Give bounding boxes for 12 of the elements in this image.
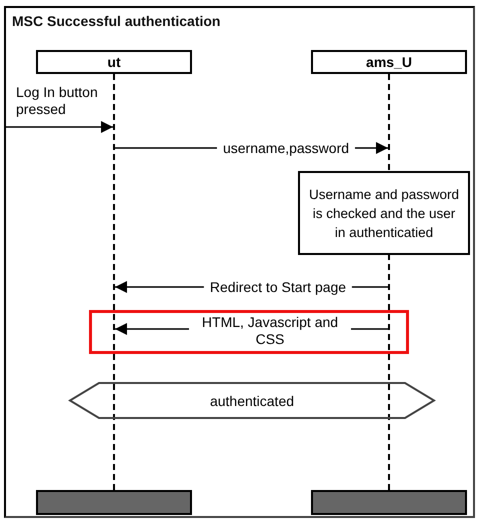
lifeline-header: ams_U	[311, 50, 467, 74]
edge-label: Redirect to Start page	[204, 279, 352, 296]
action-box: Username and password is checked and the user in authenticatied	[298, 171, 470, 255]
lifeline	[113, 74, 115, 490]
edge-label: Log In button pressed	[15, 84, 99, 118]
message-arrow	[5, 121, 113, 133]
state-band: authenticated	[69, 382, 435, 419]
lifeline-header: ut	[36, 50, 192, 74]
edge-label: username,password	[216, 140, 356, 157]
diagram-title: MSC Successful authentication	[12, 13, 220, 29]
lifeline-end-bar	[36, 490, 192, 515]
lifeline-end-bar	[311, 490, 467, 515]
